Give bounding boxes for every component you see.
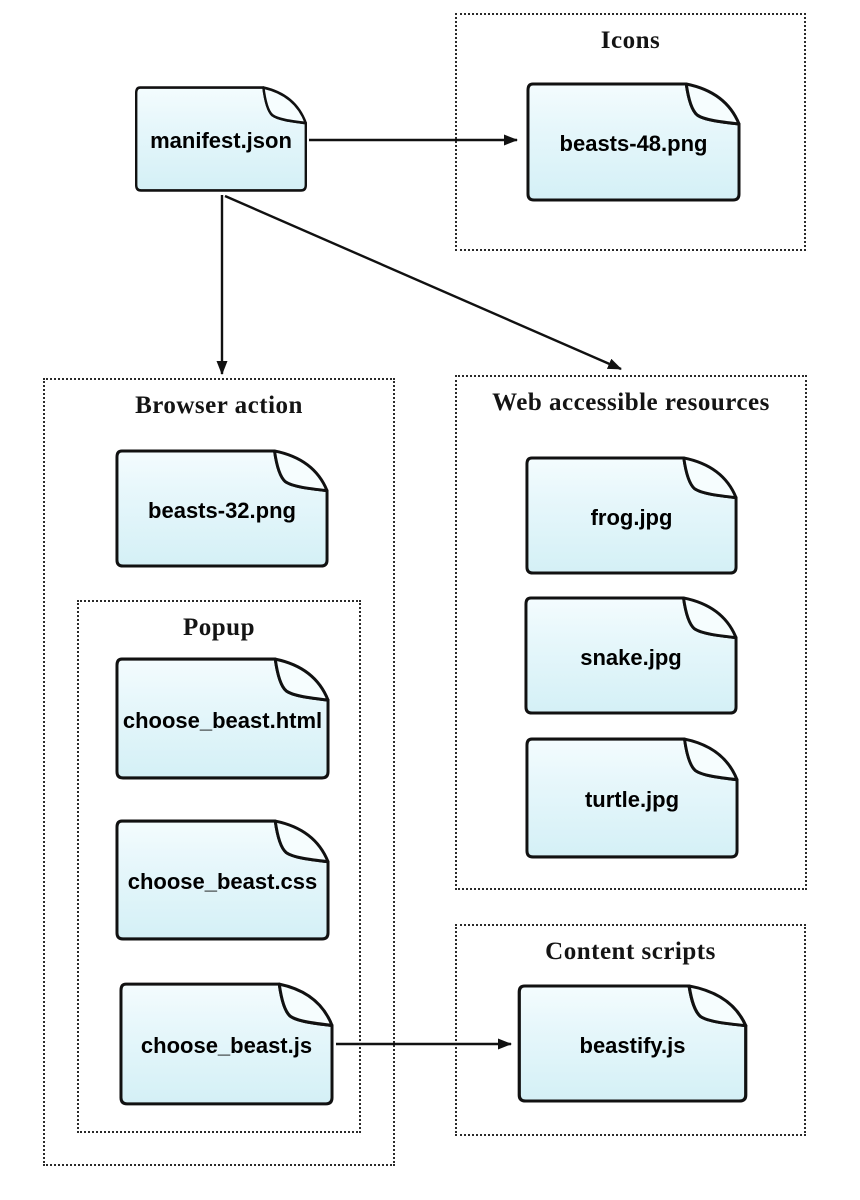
file-node-manifest-json: manifest.json: [133, 84, 309, 194]
group-content-scripts: Content scripts: [455, 924, 806, 1136]
group-title-content-scripts: Content scripts: [545, 938, 716, 965]
file-label: turtle.jpg: [584, 787, 680, 812]
file-node-choose-beast-css: choose_beast.css: [113, 817, 332, 943]
file-node-beasts-32-png: beasts-32.png: [113, 447, 331, 570]
group-title-browser-action: Browser action: [135, 392, 303, 419]
file-node-snake-jpg: snake.jpg: [522, 594, 740, 717]
group-web-accessible-resources: Web accessible resources: [455, 375, 807, 890]
file-node-frog-jpg: frog.jpg: [523, 454, 740, 577]
file-label: choose_beast.html: [122, 707, 323, 733]
file-label: frog.jpg: [590, 504, 673, 530]
file-node-choose-beast-html: choose_beast.html: [113, 655, 332, 782]
file-node-turtle-jpg: turtle.jpg: [523, 735, 741, 861]
group-icons: Icons: [455, 13, 806, 251]
file-label: beasts-48.png: [559, 131, 708, 156]
group-title-icons: Icons: [600, 27, 661, 54]
file-label: manifest.json: [150, 128, 292, 153]
file-node-choose-beast-js: choose_beast.js: [117, 980, 336, 1108]
file-label: beasts-32.png: [148, 497, 296, 523]
file-node-beastify-js: beastify.js: [515, 982, 750, 1105]
group-title-popup: Popup: [183, 614, 255, 641]
group-popup: Popup: [77, 600, 361, 1133]
file-label: beastify.js: [579, 1032, 686, 1058]
group-title-web-accessible-resources: Web accessible resources: [492, 389, 770, 416]
file-node-beasts-48-png: beasts-48.png: [524, 80, 743, 204]
file-label: choose_beast.css: [127, 869, 318, 894]
file-label: snake.jpg: [580, 644, 682, 670]
group-browser-action: Browser action: [43, 378, 395, 1166]
file-label: choose_beast.js: [140, 1033, 313, 1058]
